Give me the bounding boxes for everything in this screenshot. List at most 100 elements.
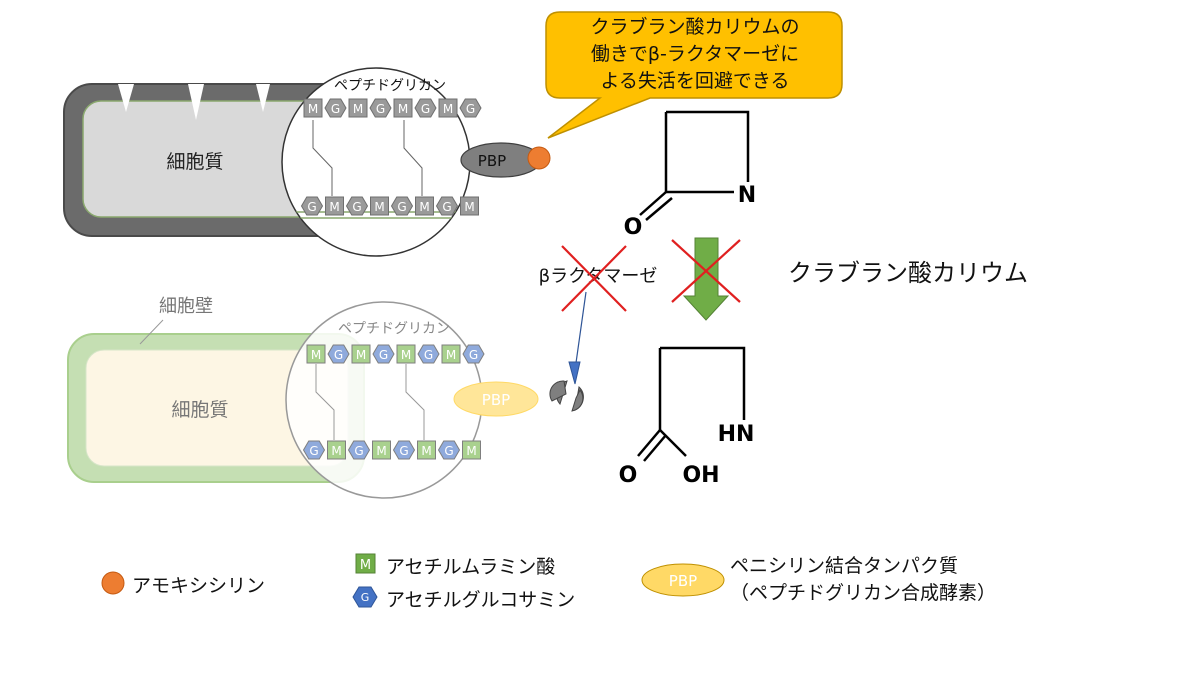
inactive-crosslink-2	[405, 364, 425, 440]
inactive-pbp: PBP	[453, 381, 539, 417]
wall-gap-2	[188, 84, 204, 120]
murnac-unit-label: M	[374, 200, 384, 214]
murnac-unit-label: M	[308, 102, 318, 116]
opened-ring-structure	[637, 346, 746, 462]
glcnac-unit-label: G	[309, 444, 318, 458]
active-crosslink-2	[403, 120, 423, 196]
glcnac-unit-label: G	[331, 102, 340, 116]
beta-lactamase-label: βラクタマーゼ	[539, 266, 658, 287]
callout-line-3: よる失活を回避できる	[600, 70, 790, 92]
glcnac-unit	[462, 344, 485, 364]
glcnac-unit	[347, 440, 371, 460]
callout-line-1: クラブラン酸カリウムの	[590, 16, 800, 38]
beta-lactamase-cross	[561, 245, 627, 312]
murnac-unit-label: M	[329, 200, 339, 214]
glcnac-unit	[327, 344, 350, 364]
murnac-unit-label: M	[331, 444, 341, 458]
glcnac-unit	[392, 440, 416, 460]
murnac-unit	[372, 440, 391, 460]
legend-murnac-symbol: M	[360, 558, 371, 573]
legend-murnac-icon	[355, 553, 376, 574]
murnac-unit-label: M	[376, 444, 386, 458]
glcnac-unit-label: G	[421, 102, 430, 116]
callout-bubble	[545, 11, 843, 139]
inactive-cytoplasm-label: 細胞質	[171, 399, 228, 421]
wall-gap-1	[118, 84, 134, 112]
legend-glcnac-label: アセチルグルコサミン	[386, 589, 576, 611]
murnac-unit	[441, 344, 461, 364]
legend-murnac-label: アセチルムラミン酸	[386, 556, 556, 578]
glcnac-unit-label: G	[424, 348, 433, 362]
legend-pbp-symbol: PBP	[669, 572, 697, 590]
wall-gap-3	[256, 84, 270, 112]
murnac-unit-label: M	[466, 444, 476, 458]
glcnac-unit-label: G	[379, 348, 388, 362]
murnac-unit-label: M	[464, 200, 474, 214]
murnac-unit	[462, 440, 481, 460]
murnac-unit-label: M	[443, 102, 453, 116]
glcnac-unit-label: G	[307, 200, 316, 214]
murnac-unit	[325, 196, 344, 216]
inactive-crosslink-1	[315, 364, 335, 440]
glcnac-unit-label: G	[444, 444, 453, 458]
glcnac-unit-label: G	[469, 348, 478, 362]
callout-text: クラブラン酸カリウムの 働きでβ-ラクタマーゼに よる失活を回避できる	[552, 14, 838, 95]
active-crosslink-1	[312, 120, 333, 196]
glcnac-unit-label: G	[397, 200, 406, 214]
active-peptidoglycan-label: ペプチドグリカン	[334, 78, 446, 94]
murnac-unit	[370, 196, 389, 216]
glcnac-unit	[324, 98, 347, 118]
legend-pbp-label-1: ペニシリン結合タンパク質	[730, 555, 959, 577]
glcnac-unit	[414, 98, 437, 118]
glcnac-unit-label: G	[334, 348, 343, 362]
amoxicillin-bound	[527, 146, 551, 170]
murnac-unit-label: M	[401, 348, 411, 362]
glcnac-unit	[302, 440, 326, 460]
glcnac-unit	[390, 196, 414, 216]
legend-amoxicillin-icon	[101, 571, 125, 595]
active-pbp-label: PBP	[478, 152, 506, 170]
cell-wall-label: 細胞壁	[159, 296, 213, 317]
glcnac-unit-label: G	[376, 102, 385, 116]
inactive-peptidoglycan-label: ペプチドグリカン	[338, 321, 450, 337]
glcnac-unit	[300, 196, 324, 216]
beta-lactam-structure	[639, 110, 750, 221]
active-cytoplasm-label: 細胞質	[166, 151, 223, 173]
beta-lactamase-arrow	[574, 291, 587, 371]
clavulanate-label: クラブラン酸カリウム	[788, 259, 1028, 287]
murnac-unit-label: M	[311, 348, 321, 362]
murnac-unit	[438, 98, 458, 118]
murnac-unit	[306, 344, 326, 364]
murnac-unit	[393, 98, 413, 118]
glcnac-unit	[437, 440, 461, 460]
cell-wall-leader	[139, 319, 164, 345]
glcnac-unit	[372, 344, 395, 364]
murnac-unit-label: M	[446, 348, 456, 362]
glcnac-unit-label: G	[352, 200, 361, 214]
opened-ring-hydroxyl: OH	[682, 463, 719, 488]
glcnac-unit-label: G	[442, 200, 451, 214]
legend-pbp-label-2: （ペプチドグリカン合成酵素）	[730, 582, 997, 604]
beta-lactamase-arrowhead	[568, 361, 581, 385]
glcnac-unit	[417, 344, 440, 364]
glcnac-unit-label: G	[354, 444, 363, 458]
legend-amoxicillin-label: アモキシシリン	[132, 575, 266, 597]
glcnac-unit-label: G	[399, 444, 408, 458]
glcnac-unit	[369, 98, 392, 118]
murnac-unit	[303, 98, 323, 118]
cleaved-right-shape	[571, 389, 584, 412]
cleaved-left-shape	[549, 380, 567, 402]
murnac-unit	[415, 196, 434, 216]
murnac-unit	[327, 440, 346, 460]
clavulanate-cross	[671, 239, 741, 303]
murnac-unit	[348, 98, 368, 118]
glcnac-unit	[435, 196, 459, 216]
